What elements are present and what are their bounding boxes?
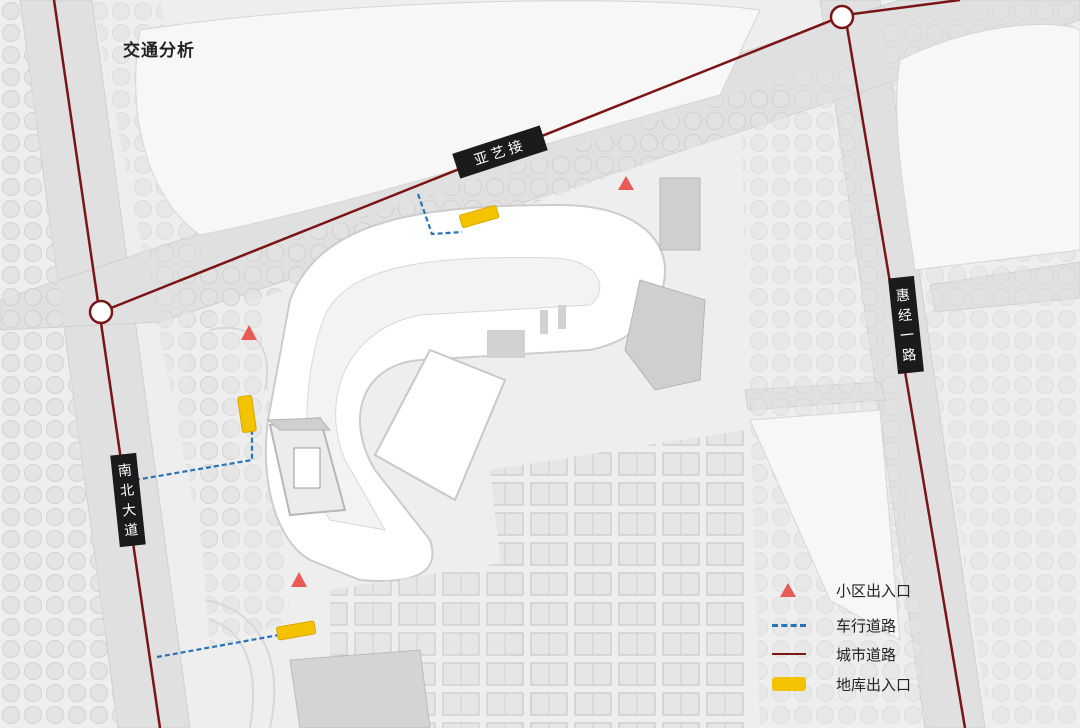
dashed-line-icon	[768, 613, 818, 637]
open-areas	[135, 0, 1080, 641]
map-title: 交通分析	[123, 41, 195, 61]
entrance-triangle-north	[618, 176, 634, 190]
solid-line-icon	[768, 642, 818, 666]
vehicle-roads	[134, 193, 463, 659]
road-label-west: 南北大道	[110, 452, 146, 548]
legend-label: 小区出入口	[836, 581, 912, 600]
community-entrances	[241, 176, 634, 587]
legend-label: 地库出入口	[836, 675, 912, 694]
garage-entrances	[237, 204, 500, 641]
intersection-northeast	[829, 4, 855, 30]
garage-entrance-north	[459, 204, 500, 228]
yellow-bar-icon	[768, 672, 818, 696]
legend-item-garage-entrance: 地库出入口	[768, 672, 968, 696]
buildings	[266, 177, 706, 431]
legend-item-vehicle-road: 车行道路	[768, 613, 968, 637]
garage-entrance-west	[237, 394, 257, 434]
sports-park	[264, 203, 667, 582]
legend-item-community-entrance: 小区出入口	[768, 578, 968, 602]
red-triangle-icon	[768, 578, 818, 602]
legend-label: 车行道路	[836, 616, 897, 635]
garage-entrance-south	[276, 620, 317, 641]
road-label-east: 惠经一路	[888, 275, 924, 375]
entrance-triangle-west	[241, 325, 257, 340]
residential-blocks	[289, 430, 745, 728]
intersection-west	[88, 299, 114, 325]
road-label-west-text: 南北大道	[117, 462, 139, 539]
road-label-east-text: 惠经一路	[895, 287, 917, 364]
intersections	[88, 4, 855, 325]
city-road-south-north-avenue	[52, 0, 162, 728]
entrance-triangle-south	[291, 572, 307, 587]
legend-item-city-road: 城市道路	[768, 642, 968, 666]
legend-label: 城市道路	[836, 645, 897, 664]
